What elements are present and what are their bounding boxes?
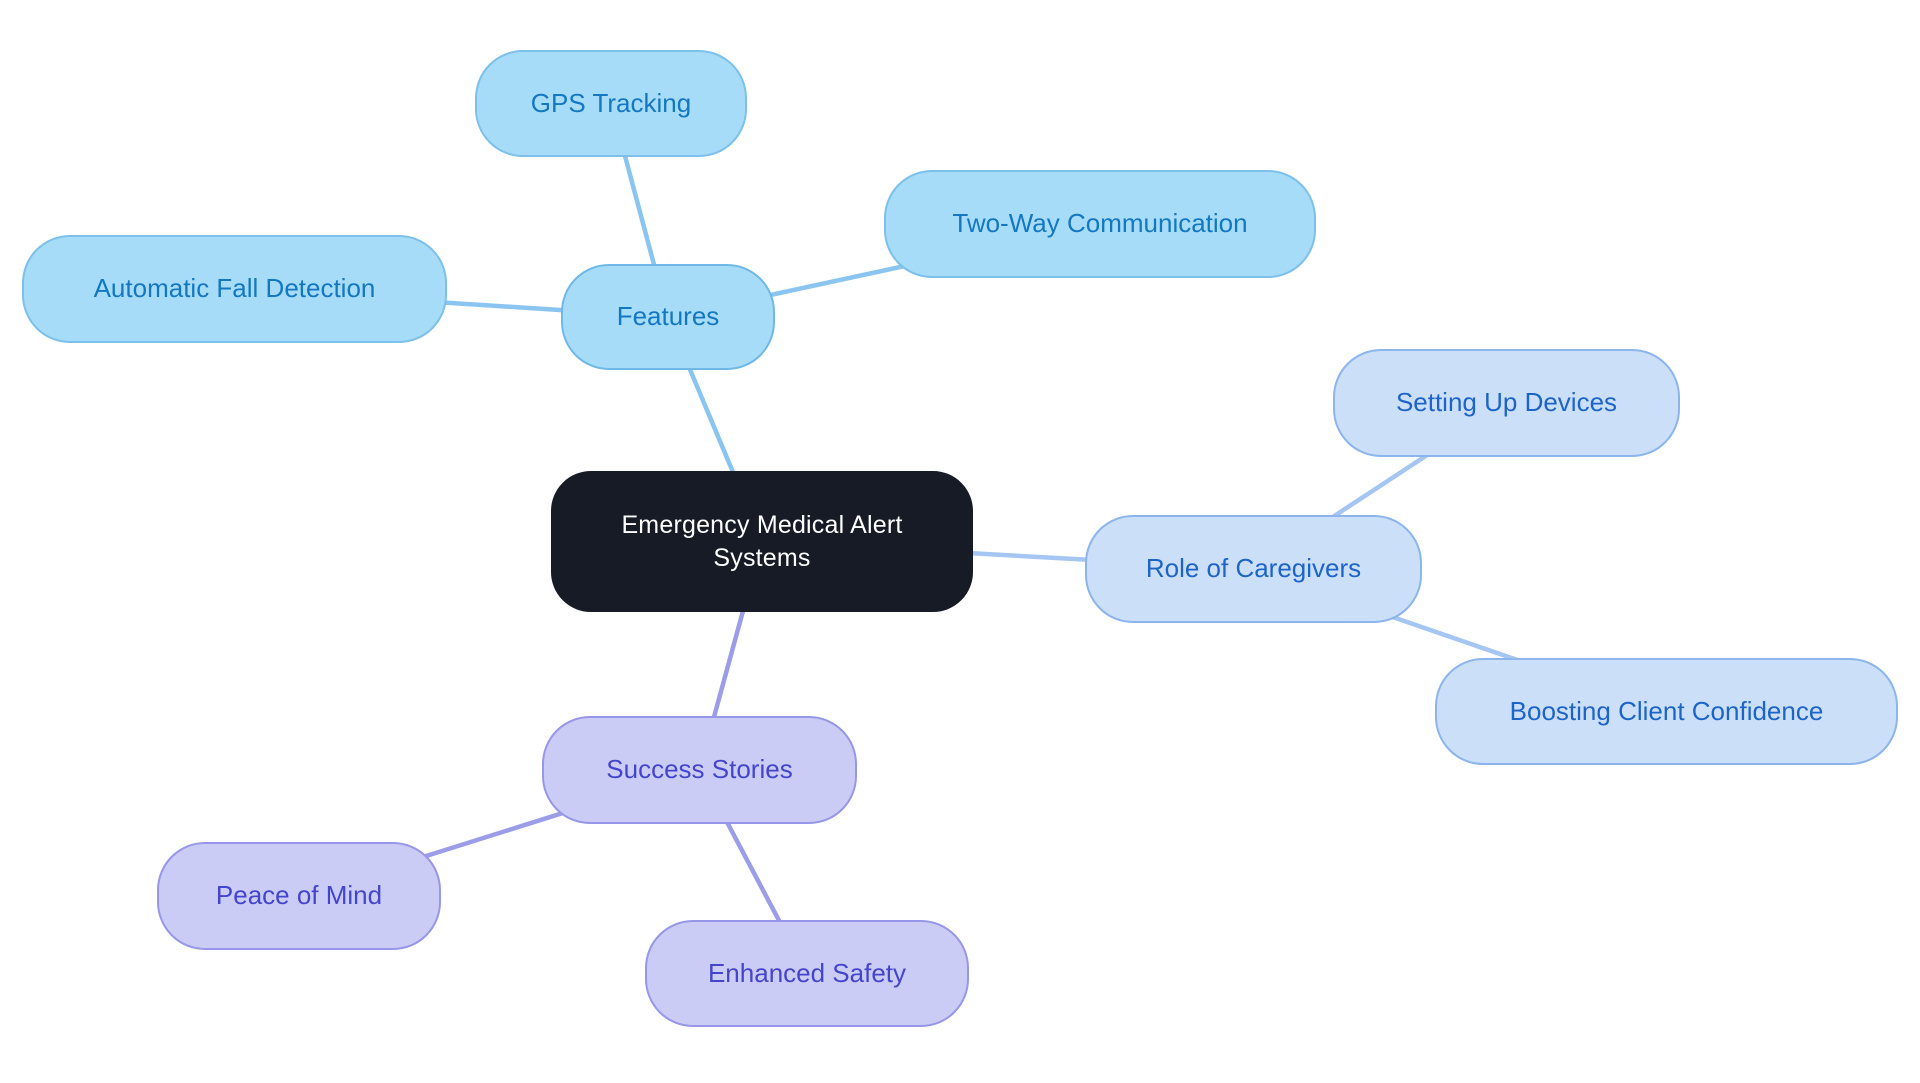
mindmap-node-label: Role of Caregivers	[1145, 553, 1362, 584]
mindmap-node-label: Boosting Client Confidence	[1509, 695, 1824, 726]
mindmap-node-label: Setting Up Devices	[1395, 387, 1618, 418]
mindmap-node-label: Two-Way Communication	[952, 208, 1248, 239]
mindmap-node-boosting-client-confidence[interactable]: Boosting Client Confidence	[1435, 658, 1898, 765]
mindmap-node-label: Emergency Medical Alert Systems	[621, 511, 903, 572]
mindmap-node-peace-of-mind[interactable]: Peace of Mind	[157, 842, 441, 950]
mindmap-node-features[interactable]: Features	[561, 264, 775, 370]
mindmap-node-enhanced-safety[interactable]: Enhanced Safety	[645, 920, 969, 1027]
mindmap-node-gps-tracking[interactable]: GPS Tracking	[475, 50, 747, 157]
mindmap-node-central[interactable]: Emergency Medical Alert Systems	[551, 471, 973, 612]
mindmap-node-automatic-fall-detection[interactable]: Automatic Fall Detection	[22, 235, 447, 343]
mindmap-node-label: Features	[616, 301, 720, 332]
mindmap-node-label: Enhanced Safety	[707, 957, 907, 988]
mindmap-node-two-way-communication[interactable]: Two-Way Communication	[884, 170, 1316, 278]
mindmap-node-label: GPS Tracking	[530, 87, 692, 118]
mindmap-node-success-stories[interactable]: Success Stories	[542, 716, 857, 824]
mindmap-node-role-of-caregivers[interactable]: Role of Caregivers	[1085, 515, 1422, 623]
mindmap-node-label: Success Stories	[606, 754, 793, 785]
mindmap-node-label: Peace of Mind	[215, 880, 383, 911]
mindmap-node-label: Automatic Fall Detection	[93, 273, 376, 304]
mindmap-node-setting-up-devices[interactable]: Setting Up Devices	[1333, 349, 1680, 457]
